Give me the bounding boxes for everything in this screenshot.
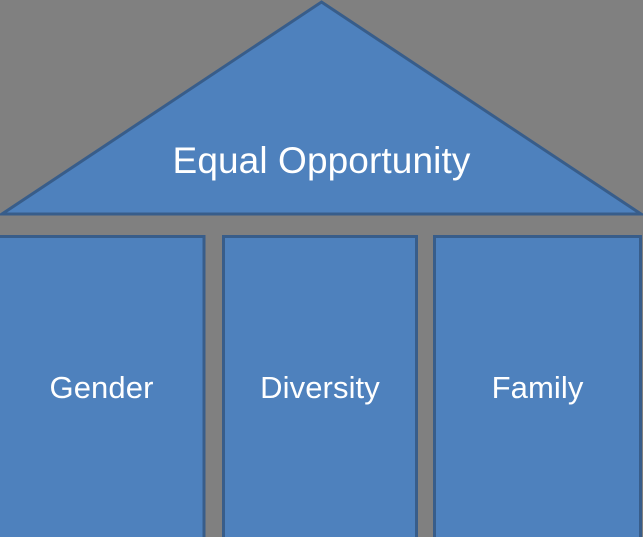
pillar-gender-rect[interactable]: [0, 235, 206, 537]
pillar-gender-label: Gender: [49, 370, 154, 405]
roof-label: Equal Opportunity: [172, 140, 471, 181]
pillar-family-label: Family: [491, 370, 584, 405]
roof-triangle-polygon[interactable]: [0, 0, 643, 216]
pillar-family-rect[interactable]: [433, 235, 642, 537]
pillar-diversity-rect[interactable]: [222, 235, 418, 537]
pillar-diversity-label: Diversity: [260, 370, 380, 405]
